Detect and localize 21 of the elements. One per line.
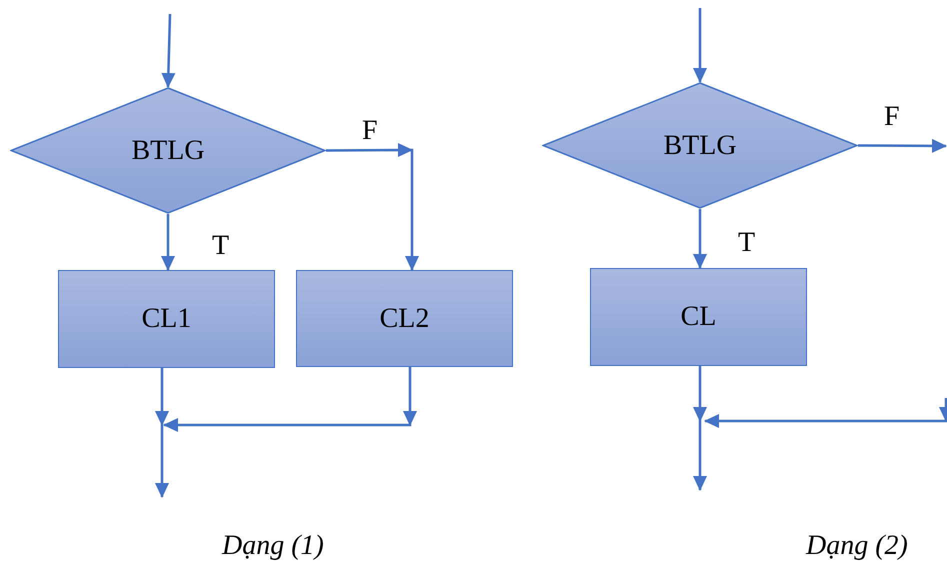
arrow — [858, 138, 947, 153]
node-text: BTLG — [131, 134, 205, 166]
process-box — [58, 270, 275, 368]
decision-diamond — [542, 82, 858, 209]
node-text: CL2 — [380, 302, 430, 334]
arrow — [326, 143, 419, 270]
arrow — [161, 214, 175, 271]
process-box — [296, 270, 513, 367]
process-box — [590, 268, 807, 366]
arrow — [693, 209, 707, 269]
arrow — [693, 366, 707, 491]
arrow — [155, 368, 169, 498]
arrow — [163, 367, 417, 432]
node-text: BTLG — [663, 130, 737, 162]
arrow — [161, 14, 176, 88]
caption-text: Dạng (1) — [222, 532, 324, 560]
node-text: CL — [680, 301, 716, 333]
decision-diamond — [10, 87, 326, 214]
caption-text: Dạng (2) — [806, 532, 908, 560]
arrow — [693, 8, 707, 83]
node-text: CL1 — [142, 303, 192, 335]
